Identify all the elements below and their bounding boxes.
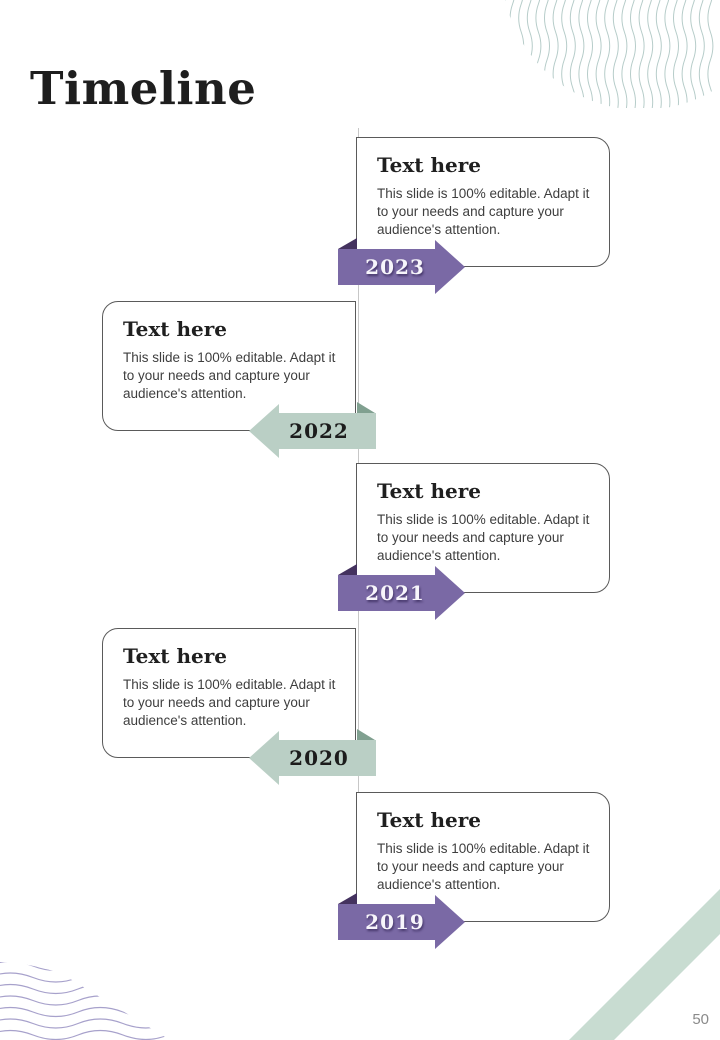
year-label[interactable]: 2019 <box>365 910 425 934</box>
page-title[interactable]: Timeline <box>30 62 257 116</box>
year-label[interactable]: 2023 <box>365 255 425 279</box>
year-arrow-right-icon[interactable] <box>338 237 466 297</box>
arrow-shape <box>338 895 465 949</box>
year-arrow-left-icon[interactable] <box>248 401 376 461</box>
timeline-entry: Text here This slide is 100% editable. A… <box>0 463 720 623</box>
year-label[interactable]: 2020 <box>289 746 349 770</box>
timeline-card[interactable]: Text here This slide is 100% editable. A… <box>356 463 610 593</box>
timeline-entry: Text here This slide is 100% editable. A… <box>0 628 720 788</box>
arrow-shape <box>249 731 376 785</box>
arrow-shape <box>338 566 465 620</box>
timeline-card[interactable]: Text here This slide is 100% editable. A… <box>102 301 356 431</box>
arrow-shape <box>249 404 376 458</box>
arrow-fold <box>338 893 357 904</box>
timeline-entry: Text here This slide is 100% editable. A… <box>0 792 720 952</box>
card-title[interactable]: Text here <box>377 479 481 503</box>
timeline-card[interactable]: Text here This slide is 100% editable. A… <box>356 137 610 267</box>
card-title[interactable]: Text here <box>123 317 227 341</box>
card-description[interactable]: This slide is 100% editable. Adapt it to… <box>377 186 590 237</box>
timeline-card[interactable]: Text here This slide is 100% editable. A… <box>356 792 610 922</box>
stripe-shape <box>569 889 720 1040</box>
arrow-fold <box>357 729 375 740</box>
card-description[interactable]: This slide is 100% editable. Adapt it to… <box>377 512 590 563</box>
arrow-shape <box>338 240 465 294</box>
deco-diagonal-stripe <box>569 889 720 1040</box>
arrow-fold <box>357 402 375 413</box>
year-arrow-right-icon[interactable] <box>338 892 466 952</box>
card-title[interactable]: Text here <box>377 808 481 832</box>
arrow-fold <box>338 238 357 249</box>
page-number: 50 <box>692 1011 709 1028</box>
arrow-fold <box>338 564 357 575</box>
timeline-entry: Text here This slide is 100% editable. A… <box>0 137 720 297</box>
card-description[interactable]: This slide is 100% editable. Adapt it to… <box>123 350 336 401</box>
year-arrow-right-icon[interactable] <box>338 563 466 623</box>
deco-waves <box>0 962 170 1040</box>
year-arrow-left-icon[interactable] <box>248 728 376 788</box>
card-title[interactable]: Text here <box>123 644 227 668</box>
timeline-card[interactable]: Text here This slide is 100% editable. A… <box>102 628 356 758</box>
card-description[interactable]: This slide is 100% editable. Adapt it to… <box>123 677 336 728</box>
card-description[interactable]: This slide is 100% editable. Adapt it to… <box>377 841 590 892</box>
deco-wavy-circle <box>502 0 714 108</box>
year-label[interactable]: 2021 <box>365 581 425 605</box>
card-title[interactable]: Text here <box>377 153 481 177</box>
timeline-entry: Text here This slide is 100% editable. A… <box>0 301 720 461</box>
year-label[interactable]: 2022 <box>289 419 349 443</box>
